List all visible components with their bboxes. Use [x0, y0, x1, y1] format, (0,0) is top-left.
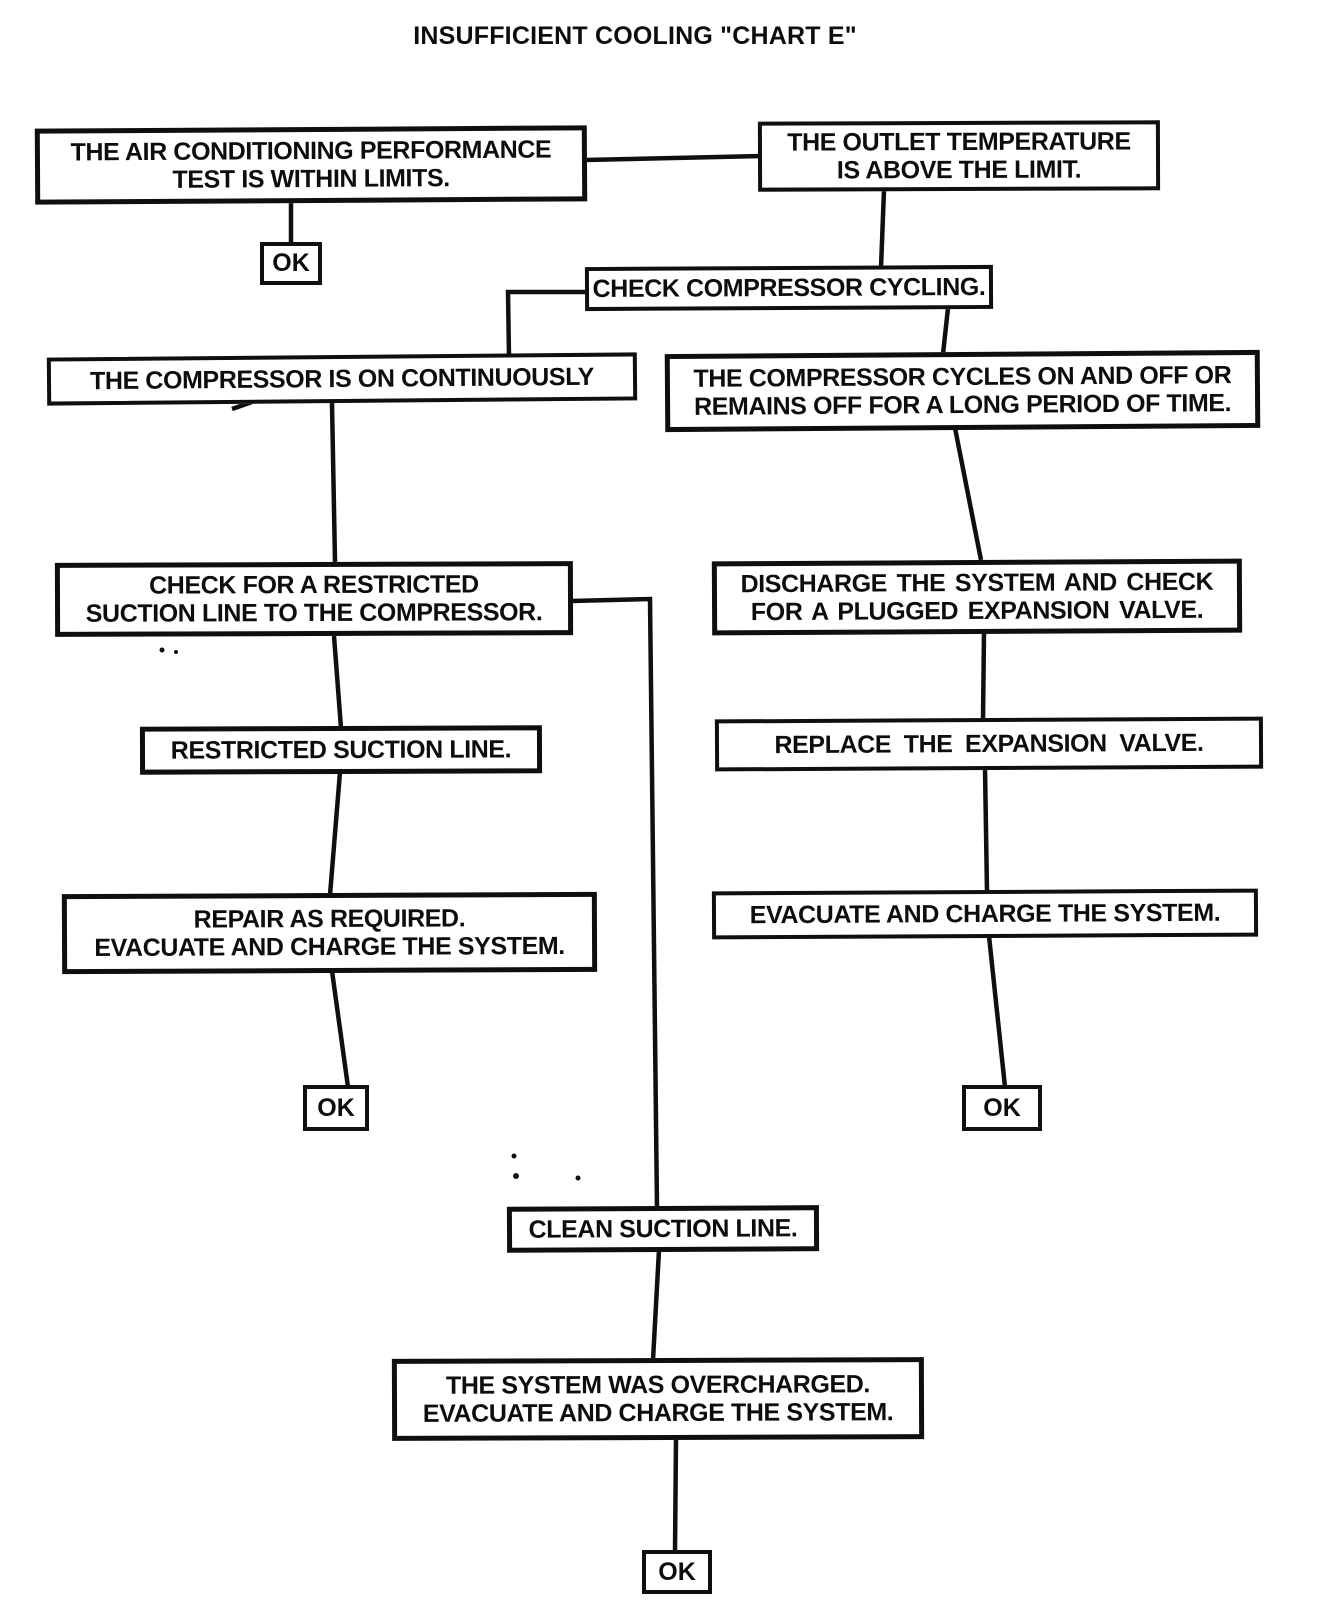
- scan-speck: [511, 1153, 517, 1159]
- connector-perf-to-outlet: [584, 153, 763, 163]
- flow-box-clean-suction-line: CLEAN SUCTION LINE.: [506, 1205, 820, 1253]
- chart-title: INSUFFICIENT COOLING "CHART E": [413, 22, 857, 50]
- flow-box-compressor-cycles-on-off: THE COMPRESSOR CYCLES ON AND OFF OR REMA…: [664, 349, 1261, 433]
- connector-continuous-to-restricted: [329, 402, 338, 563]
- flow-box-check-restricted-suction: CHECK FOR A RESTRICTED SUCTION LINE TO T…: [54, 561, 574, 637]
- flow-box-system-overcharged: THE SYSTEM WAS OVERCHARGED. EVACUATE AND…: [391, 1357, 925, 1441]
- flow-box-discharge-system: DISCHARGE THE SYSTEM AND CHECK FOR A PLU…: [711, 558, 1243, 636]
- flow-box-check-compressor-cycling: CHECK COMPRESSOR CYCLING.: [584, 264, 994, 312]
- ok-box-bottom: OK: [642, 1550, 712, 1594]
- ok-box-performance: OK: [260, 242, 322, 285]
- flow-box-performance-test: THE AIR CONDITIONING PERFORMANCE TEST IS…: [34, 125, 588, 205]
- flow-box-compressor-on-continuously: THE COMPRESSOR IS ON CONTINUOUSLY: [46, 352, 638, 406]
- flow-box-restricted-suction-line: RESTRICTED SUCTION LINE.: [139, 725, 543, 775]
- connector-restrictedline-to-repair: [327, 771, 343, 896]
- flow-box-replace-expansion-valve: REPLACE THE EXPANSION VALVE.: [714, 716, 1264, 772]
- connector-restricted-to-clean: [570, 596, 660, 1209]
- connector-clean-to-overcharged: [650, 1249, 662, 1361]
- connector-replace-to-evacuate: [982, 767, 990, 893]
- scan-speck: [159, 647, 165, 653]
- connector-cycles-to-discharge: [952, 427, 984, 561]
- connector-evacuate-to-okright: [986, 935, 1008, 1088]
- scan-speck: [575, 1175, 581, 1181]
- flow-box-evacuate-and-charge: EVACUATE AND CHARGE THE SYSTEM.: [711, 888, 1259, 940]
- flow-box-outlet-temperature: THE OUTLET TEMPERATURE IS ABOVE THE LIMI…: [757, 120, 1161, 192]
- connector-outlet-to-check: [878, 189, 887, 269]
- connector-repair-to-okleft: [329, 970, 351, 1088]
- connector-check-to-cycles: [940, 307, 951, 355]
- connector-discharge-to-replace: [980, 631, 987, 721]
- connector-overcharged-to-okbottom: [672, 1437, 679, 1553]
- connector-check-to-continuous: [505, 289, 587, 358]
- ok-box-right: OK: [962, 1085, 1042, 1131]
- connector-check-to-restrictedline: [331, 635, 344, 729]
- ok-box-left: OK: [303, 1085, 369, 1131]
- scan-speck: [513, 1173, 519, 1179]
- scan-speck: [174, 650, 178, 654]
- flow-box-repair-as-required: REPAIR AS REQUIRED. EVACUATE AND CHARGE …: [61, 891, 598, 975]
